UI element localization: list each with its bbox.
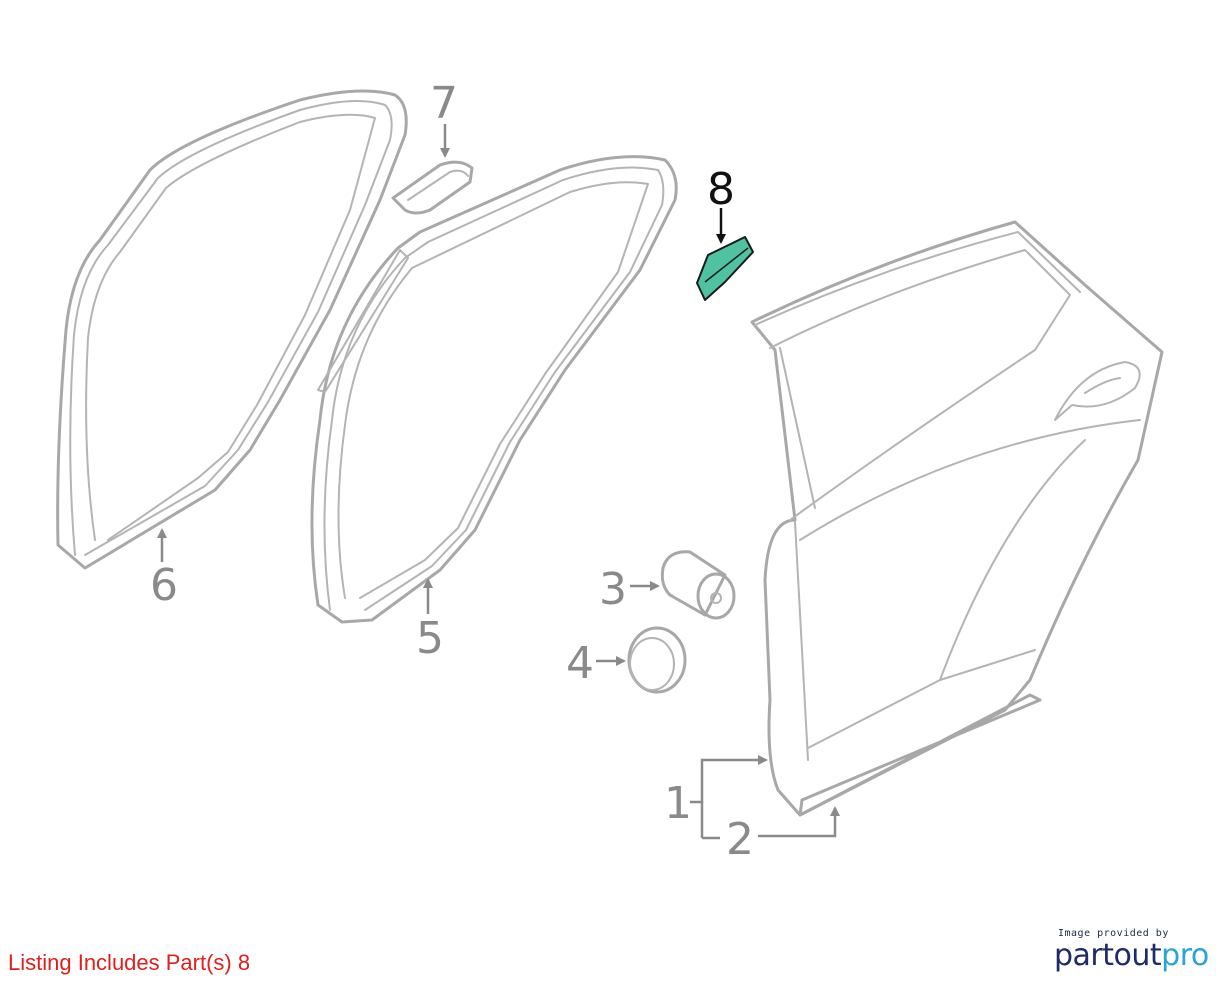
brand-part-b: pro [1161,938,1209,973]
callout-5: 5 [416,613,444,664]
part-1-door-shell [750,220,1164,817]
part-5-weatherstrip [310,155,678,624]
brand-part-a: partout [1054,938,1162,973]
part-7-clip [391,160,474,215]
partoutpro-credit: Image provided by partoutpro [1054,928,1214,973]
callout-2: 2 [726,814,754,865]
partoutpro-logo: partoutpro [1054,939,1214,973]
listing-note: Listing Includes Part(s) 8 [8,950,251,975]
part-2-lower-molding [798,693,1042,817]
callout-8: 8 [707,164,735,215]
part-6-weatherstrip [56,89,408,570]
part-3-bumper [660,550,736,620]
credit-caption: Image provided by [1058,928,1169,939]
callout-3: 3 [599,564,627,615]
callout-6: 6 [150,560,178,611]
callout-1: 1 [664,778,692,829]
callout-7: 7 [430,78,458,129]
part-4-plug [627,626,687,694]
part-8-seal [696,236,754,301]
leader-lines [157,124,840,840]
callout-4: 4 [566,638,594,689]
